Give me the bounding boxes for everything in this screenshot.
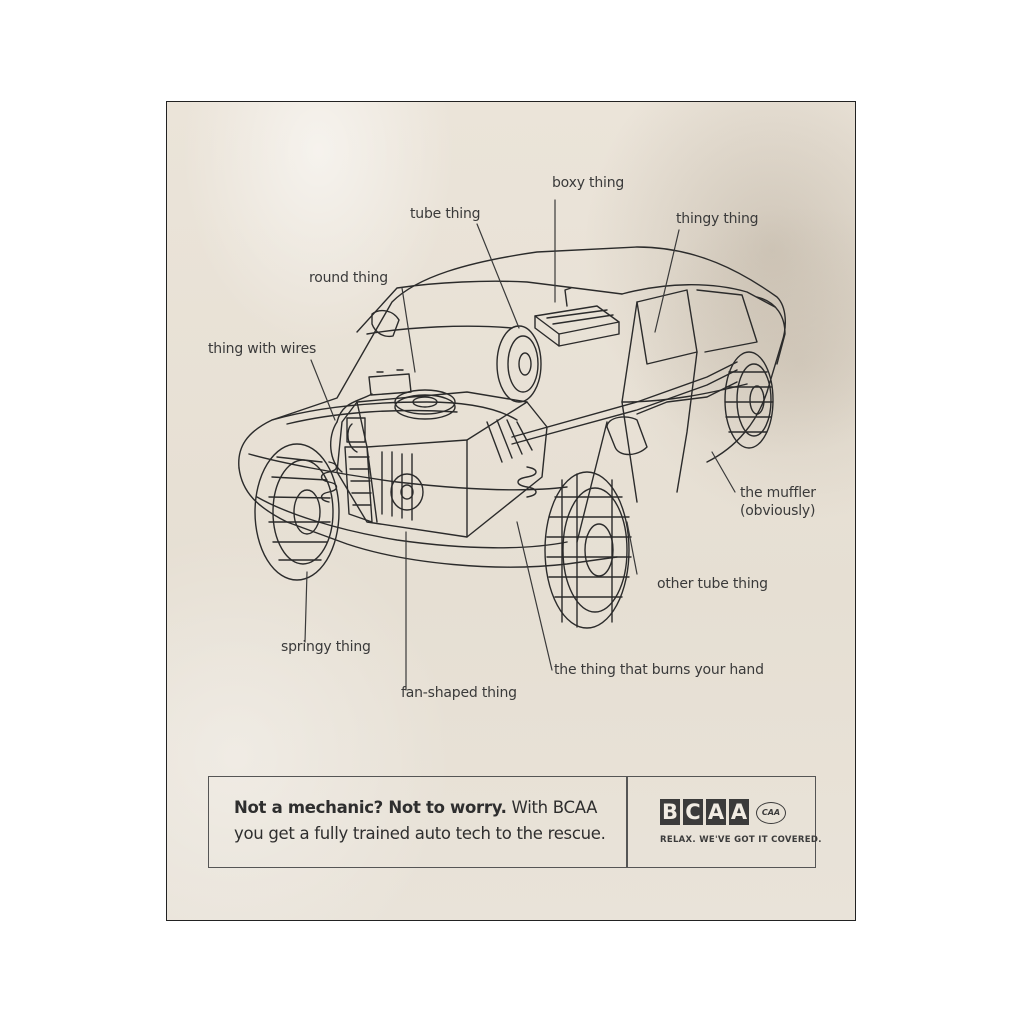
- footer-copy: Not a mechanic? Not to worry. With BCAA …: [234, 795, 606, 847]
- rear-wheel: [724, 351, 774, 449]
- footer-box: Not a mechanic? Not to worry. With BCAA …: [208, 776, 821, 868]
- logo-letter-b: B: [660, 799, 680, 825]
- car-body: [238, 246, 786, 568]
- fuel-tank: [534, 287, 620, 347]
- callout-lines: [304, 199, 736, 691]
- label-muffler: the muffler (obviously): [740, 484, 816, 520]
- battery: [330, 369, 412, 473]
- front-springs: [320, 461, 537, 503]
- car-cutaway-illustration: [238, 199, 786, 691]
- label-other-tube-thing: other tube thing: [657, 576, 768, 592]
- footer-divider: [626, 777, 628, 867]
- label-boxy-thing: boxy thing: [552, 175, 625, 191]
- logo-letter-a1: A: [706, 799, 726, 825]
- front-left-wheel: [254, 443, 340, 581]
- label-muffler-line2: (obviously): [740, 503, 816, 519]
- logo-letter-a2: A: [729, 799, 749, 825]
- logo-tagline: RELAX. WE'VE GOT IT COVERED.: [660, 835, 822, 845]
- label-fan-shaped-thing: fan-shaped thing: [401, 685, 517, 701]
- bcaa-logo: B C A A CAA RELAX. WE'VE GOT IT COVERED.: [660, 799, 822, 845]
- caa-badge-icon: CAA: [756, 802, 786, 824]
- rear-left-wheel: [496, 325, 542, 403]
- label-round-thing: round thing: [309, 270, 388, 286]
- label-springy-thing: springy thing: [281, 639, 371, 655]
- exhaust-system: [511, 361, 738, 543]
- label-burns-hand: the thing that burns your hand: [554, 662, 764, 678]
- footer-line1: Not a mechanic? Not to worry. With BCAA: [234, 795, 606, 821]
- label-thing-with-wires: thing with wires: [208, 341, 317, 357]
- label-muffler-line1: the muffler: [740, 485, 816, 501]
- label-tube-thing: tube thing: [410, 206, 481, 222]
- footer-headline-bold: Not a mechanic? Not to worry.: [234, 798, 507, 817]
- engine: [336, 389, 548, 538]
- bcaa-logo-letters: B C A A CAA: [660, 799, 822, 825]
- footer-headline-rest: With BCAA: [506, 798, 598, 817]
- bcaa-print-ad: boxy thing tube thing thingy thing round…: [166, 101, 856, 921]
- logo-letter-c: C: [683, 799, 703, 825]
- label-thingy-thing: thingy thing: [676, 211, 759, 227]
- footer-line2: you get a fully trained auto tech to the…: [234, 824, 606, 843]
